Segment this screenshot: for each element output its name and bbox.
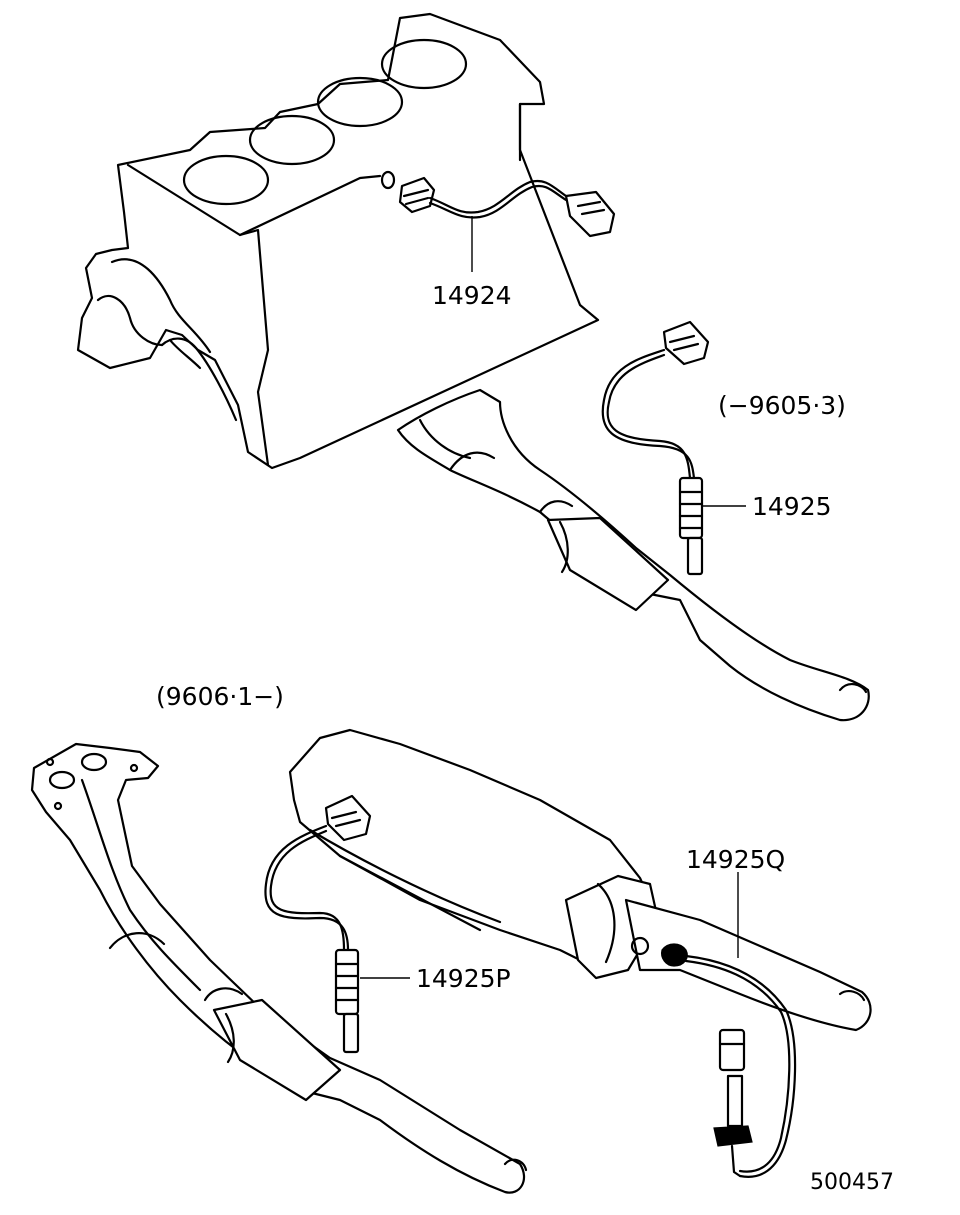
exhaust-pipe-icon (624, 898, 872, 1032)
exhaust-pipe-icon (30, 742, 528, 1194)
oxygen-sensor-icon (380, 170, 568, 219)
catalytic-converter-icon (212, 998, 342, 1102)
engine-block-icon (76, 12, 600, 470)
date-range-early: (−9605·3) (718, 391, 846, 420)
part-number-14924: 14924 (432, 281, 512, 310)
catalytic-converter-icon (288, 728, 660, 980)
part-number-14925Q: 14925Q (686, 845, 786, 874)
oxygen-sensor-icon (601, 320, 710, 576)
catalytic-converter-icon (546, 516, 670, 612)
part-number-14925: 14925 (752, 492, 832, 521)
date-range-late: (9606·1−) (156, 682, 284, 711)
sensor-connector-icon (564, 190, 616, 238)
oxygen-sensor-icon (264, 794, 372, 1054)
part-number-14925P: 14925P (416, 964, 511, 993)
figure-number: 500457 (810, 1170, 894, 1195)
oxygen-sensor-icon (661, 943, 797, 1178)
